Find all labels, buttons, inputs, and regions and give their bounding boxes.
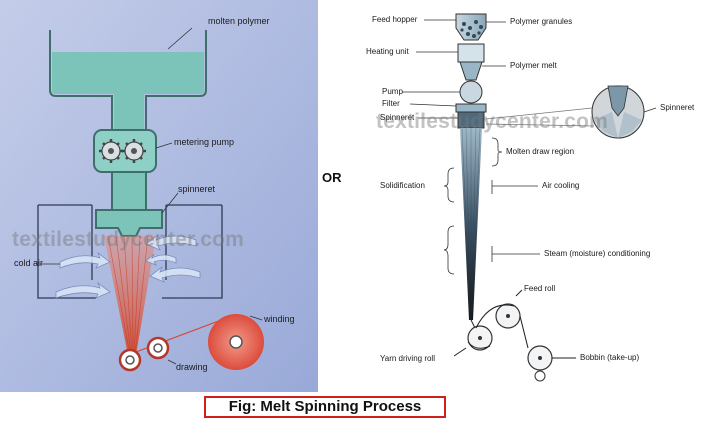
label-drawing: drawing (176, 362, 208, 372)
label-feed-hopper: Feed hopper (372, 15, 418, 24)
or-separator: OR (322, 170, 342, 185)
label-filter: Filter (382, 99, 400, 108)
label-molten-polymer: molten polymer (208, 16, 270, 26)
melt-spinning-diagram-left: molten polymer metering pump spinneret c… (0, 0, 318, 392)
left-diagram-graphic (0, 0, 318, 392)
polymer-melt (459, 61, 483, 81)
label-metering-pump: metering pump (174, 137, 235, 147)
right-diagram-graphic (402, 13, 657, 382)
yarn-driving-roll (467, 325, 493, 351)
pump (459, 80, 483, 104)
figure-caption: Fig: Melt Spinning Process (204, 396, 446, 418)
label-polymer-melt: Polymer melt (510, 61, 557, 70)
label-spinneret-left: spinneret (178, 184, 216, 194)
drawing-roll-2 (146, 336, 170, 360)
winding-package (208, 314, 264, 370)
label-polymer-granules: Polymer granules (510, 17, 573, 26)
label-bobbin-take-up: Bobbin (take-up) (580, 353, 640, 362)
drawing-roll-1 (118, 348, 142, 372)
pump-gear-right (122, 139, 146, 163)
molten-polymer-fill (52, 52, 204, 130)
label-spinneret-detail: Spinneret (660, 103, 695, 112)
label-pump: Pump (382, 87, 403, 96)
label-spinneret-right: Spinneret (380, 113, 415, 122)
watermark-left: textilestudycenter.com (12, 228, 244, 251)
feed-roll (495, 303, 521, 329)
label-feed-roll: Feed roll (524, 284, 556, 293)
label-winding: winding (264, 314, 295, 324)
fiber-bundle (104, 236, 156, 355)
label-molten-draw-region: Molten draw region (506, 147, 575, 156)
label-cold-air: cold air (14, 258, 44, 268)
heating-unit (457, 43, 485, 63)
polymer-granules (460, 20, 483, 38)
label-solidification: Solidification (380, 181, 425, 190)
bobbin-take-up (527, 345, 553, 382)
melt-spinning-diagram-right: Feed hopper Polymer granules Heating uni… (350, 0, 720, 392)
label-yarn-driving-roll: Yarn driving roll (380, 354, 435, 363)
label-air-cooling: Air cooling (542, 181, 580, 190)
cold-air-arrows (55, 233, 201, 299)
watermark-right: textilestudycenter.com (376, 110, 608, 133)
label-steam-conditioning: Steam (moisture) conditioning (544, 249, 651, 258)
label-heating-unit: Heating unit (366, 47, 409, 56)
